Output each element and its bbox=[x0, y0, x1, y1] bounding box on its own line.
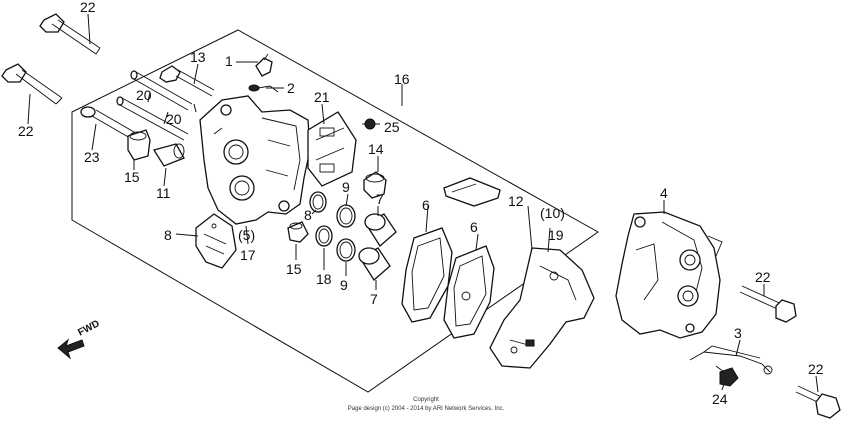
callout-5: (5) bbox=[238, 227, 255, 243]
callout-4: 4 bbox=[660, 185, 668, 201]
callout-8-seal: 8 bbox=[304, 207, 312, 223]
seal-9-upper bbox=[336, 204, 356, 228]
caliper-bracket-19 bbox=[489, 247, 595, 369]
copyright-line-2: Page design (c) 2004 - 2014 by ARI Netwo… bbox=[348, 406, 505, 412]
boot-15-lower bbox=[287, 221, 309, 243]
brake-pad-6-inner bbox=[443, 245, 495, 339]
callout-12: 12 bbox=[508, 193, 524, 209]
callout-3: 3 bbox=[734, 325, 742, 341]
callout-2: 2 bbox=[287, 80, 295, 96]
pin-20-lower bbox=[116, 96, 189, 141]
piston-7-upper bbox=[364, 213, 397, 247]
callout-11: 11 bbox=[156, 185, 171, 201]
callout-7-lower: 7 bbox=[370, 291, 378, 307]
screw-25 bbox=[362, 118, 376, 130]
caliper-body-17 bbox=[199, 95, 311, 225]
brake-pad-6-outer bbox=[401, 227, 453, 323]
callout-15-lower: 15 bbox=[286, 261, 302, 277]
callout-13: 13 bbox=[190, 49, 206, 65]
callout-10: (10) bbox=[540, 205, 565, 221]
bolt-22-right-lower bbox=[795, 385, 841, 419]
callout-6-outer: 6 bbox=[422, 197, 430, 213]
spring-8 bbox=[195, 213, 237, 269]
copyright-line-1: Copyright bbox=[413, 397, 439, 403]
callout-23: 23 bbox=[84, 149, 100, 165]
plug-14 bbox=[363, 171, 387, 199]
callout-25: 25 bbox=[384, 119, 400, 135]
pin-20-upper bbox=[130, 70, 193, 111]
callout-22-top-left: 22 bbox=[80, 0, 96, 15]
callout-21: 21 bbox=[314, 89, 330, 105]
callout-6-inner: 6 bbox=[470, 219, 478, 235]
callout-20-lower: 20 bbox=[166, 111, 182, 127]
boot-15-upper bbox=[127, 129, 151, 161]
sleeve-11 bbox=[152, 143, 185, 167]
callout-9-upper: 9 bbox=[342, 179, 350, 195]
callout-9-lower: 9 bbox=[340, 277, 348, 293]
callout-19: 19 bbox=[548, 227, 564, 243]
callout-22-right-upper: 22 bbox=[755, 269, 771, 285]
callout-17: 17 bbox=[240, 247, 256, 263]
seal-8 bbox=[309, 191, 327, 213]
piston-7-lower bbox=[358, 247, 391, 281]
fwd-arrow-icon bbox=[57, 338, 85, 360]
callout-24: 24 bbox=[712, 391, 728, 407]
callout-20-upper: 20 bbox=[136, 87, 152, 103]
callout-8-spring: 8 bbox=[164, 227, 172, 243]
shim-21 bbox=[307, 111, 357, 187]
bolt-22-mid-left bbox=[1, 63, 63, 105]
callout-16: 16 bbox=[394, 71, 410, 87]
callout-22-right-lower: 22 bbox=[808, 361, 824, 377]
seal-9-lower bbox=[336, 238, 356, 262]
bolt-22-right-upper bbox=[739, 285, 797, 323]
pin-13 bbox=[159, 65, 215, 97]
callout-14: 14 bbox=[368, 141, 384, 157]
bolt-22-top-left bbox=[39, 13, 101, 55]
callout-7-upper: 7 bbox=[376, 191, 384, 207]
spring-wire-3 bbox=[689, 345, 773, 375]
caliper-assembly-4 bbox=[615, 211, 723, 339]
callout-1: 1 bbox=[225, 53, 233, 69]
callout-18: 18 bbox=[316, 271, 332, 287]
fwd-label: FWD bbox=[76, 318, 101, 338]
bolt-24 bbox=[715, 365, 739, 387]
callout-22-mid-left: 22 bbox=[18, 123, 34, 139]
seal-18 bbox=[315, 225, 333, 247]
leader-lines bbox=[27, 13, 819, 393]
bleeder-valve-1 bbox=[255, 53, 273, 77]
bolt-23 bbox=[80, 106, 135, 139]
bleeder-cap-2 bbox=[248, 84, 279, 93]
pad-clip bbox=[443, 177, 501, 207]
callout-15-upper: 15 bbox=[124, 169, 140, 185]
